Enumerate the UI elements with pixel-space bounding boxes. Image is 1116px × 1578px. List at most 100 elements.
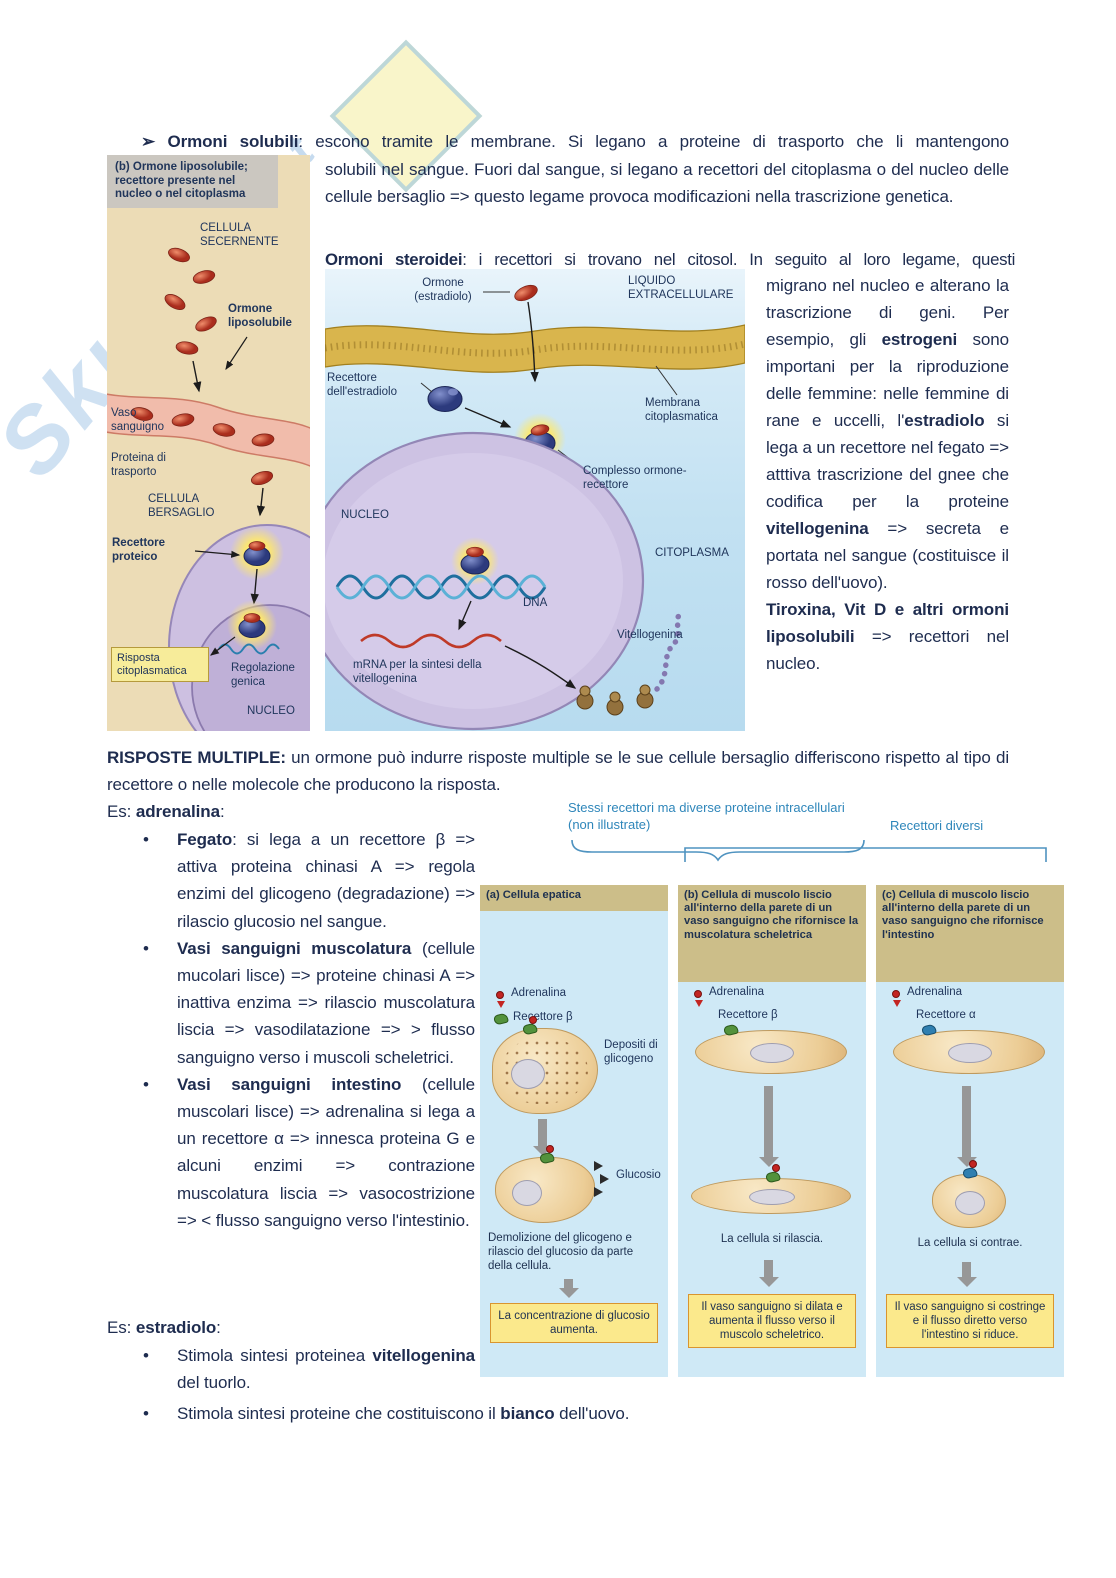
outcome-box: La concentrazione di glucosio aumenta. — [490, 1303, 658, 1343]
list-arrow-marker: ➢ — [141, 132, 156, 151]
panel-letter: (c) — [882, 889, 896, 901]
es-prefix: Es: — [107, 1318, 136, 1337]
list-item: • Vasi sanguigni muscolatura (cellule mu… — [143, 935, 475, 1071]
vitellogenina-term: vitellogenina — [766, 519, 869, 538]
steroid-paragraph-2: Tiroxina, Vit D e altri ormoni liposolub… — [766, 596, 1009, 677]
figure-liposoluble-hormone: (b) Ormone liposolubile; recettore prese… — [107, 155, 310, 731]
glucose-arrow-icon — [594, 1187, 603, 1197]
label-regolazione-genica: Regolazione genica — [231, 662, 295, 688]
text-segment: sono importani per la riproduzione delle… — [766, 330, 1009, 430]
complex-in-nucleus — [460, 546, 490, 575]
hormone-estradiol — [514, 284, 538, 302]
panel-caption: La cellula si contrae. — [917, 1237, 1023, 1249]
alpha-receptor-icon — [920, 1023, 938, 1037]
glucose-arrow-icon — [594, 1161, 603, 1171]
receptor-complex-cytoplasm — [243, 541, 271, 566]
label-liquido-extracellulare: LIQUIDO EXTRACELLULARE — [628, 275, 734, 301]
adrenalina-term: adrenalina — [135, 802, 220, 821]
glucose-arrow-icon — [600, 1174, 609, 1184]
label-cellula-bersaglio: CELLULA BERSAGLIO — [148, 493, 215, 519]
fegato-term: Fegato — [177, 830, 233, 849]
text-segment: => recettori nel nucleo. — [766, 627, 1009, 673]
outcome-box: Il vaso sanguigno si dilata e aumenta il… — [688, 1294, 856, 1348]
bullet-text: Stimola sintesi proteine che costituisco… — [177, 1400, 763, 1427]
beta-receptor-icon — [764, 1170, 782, 1184]
panel-b-body: Adrenalina Recettore β La cellula si ril… — [678, 982, 866, 1377]
down-arrow-icon — [558, 1279, 579, 1298]
bracket-different-receptors — [684, 847, 1047, 862]
receptor-complex-nucleus — [238, 613, 266, 638]
adrenalina-bullet-list: • Fegato: si lega a un recettore β => at… — [143, 826, 475, 1234]
text-segment: => secreta e portata nel sangue (costitu… — [766, 519, 1009, 592]
steroid-paragraph-1: migrano nel nucleo e alterano la trascri… — [766, 272, 1009, 596]
down-arrow-icon — [758, 1260, 779, 1287]
risposte-multiple-term: RISPOSTE MULTIPLE: — [107, 748, 286, 767]
adrenaline-arrow-icon — [695, 1000, 703, 1007]
figure-steroid-hormone-mechanism: Ormone (estradiolo) LIQUIDO EXTRACELLULA… — [325, 269, 745, 731]
adrenaline-arrow-icon — [497, 1001, 505, 1008]
intro-line: ➢ Ormoni solubili: escono tramite le mem… — [141, 128, 1009, 155]
cell-nucleus — [511, 1059, 545, 1089]
label-cellula-secernente: CELLULA SECERNENTE — [200, 222, 279, 248]
bullet-text: Fegato: si lega a un recettore β => atti… — [177, 826, 475, 935]
smooth-muscle-cell — [893, 1023, 1045, 1074]
adrenaline-dot-icon — [969, 1160, 977, 1168]
label-vitellogenina: Vitellogenina — [617, 629, 683, 641]
vasi-muscolatura-term: Vasi sanguigni muscolatura — [177, 938, 412, 958]
label-mrna: mRNA per la sintesi della vitellogenina — [353, 659, 482, 685]
left-figure-title: (b) Ormone liposolubile; recettore prese… — [107, 155, 278, 208]
risposte-multiple-text: un ormone può indurre risposte multiple … — [107, 748, 1009, 794]
estrogeni-term: estrogeni — [881, 330, 958, 349]
panel-b-header: (b)Cellula di muscolo liscio all'interno… — [678, 885, 866, 982]
es-prefix: Es: — [107, 802, 136, 821]
blood-vessel — [107, 393, 310, 467]
adrenaline-label: Adrenalina — [709, 986, 764, 998]
bullet-marker: • — [143, 1346, 149, 1365]
label-nucleo-left: NUCLEO — [247, 705, 295, 717]
label-risposta-citoplasmatica: Risposta citoplasmatica — [111, 647, 209, 682]
vitellogenin-chain — [654, 608, 684, 692]
label-complesso-ormone-recettore: Complesso ormone-recettore — [583, 465, 687, 491]
colon: : — [216, 1318, 221, 1337]
text-segment: si lega a un recettore nel fegato => att… — [766, 411, 1010, 511]
glycogen-deposits-label: Depositi di glicogeno — [604, 1039, 658, 1065]
vasi-intestino-term: Vasi sanguigni intestino — [177, 1074, 402, 1094]
down-arrow-icon — [956, 1086, 977, 1167]
beta-receptor-icon — [538, 1151, 556, 1165]
estradiol-receptor — [427, 385, 463, 413]
dna-helix — [335, 574, 547, 600]
panel-letter: (b) — [684, 889, 699, 901]
label-vaso-sanguigno: Vaso sanguigno — [111, 407, 165, 433]
dna-strand — [218, 643, 280, 655]
panel-c-header: (c)Cellula di muscolo liscio all'interno… — [876, 885, 1064, 982]
text-segment: Stimola sintesi proteine che costituisco… — [177, 1404, 501, 1423]
receptor-label: Recettore α — [916, 1009, 976, 1021]
beta-receptor-icon — [492, 1012, 510, 1026]
beta-receptor-icon — [722, 1023, 740, 1037]
label-ormone-liposolubile: Ormone liposolubile — [228, 303, 292, 329]
liver-cell-releasing — [495, 1145, 595, 1223]
text-segment: migrano nel nucleo e alterano la trascri… — [766, 276, 1009, 349]
text-segment: (cellule mucolari lisce) => proteine chi… — [177, 938, 475, 1067]
adrenaline-dot-icon — [892, 990, 900, 998]
label-ormone-estradiolo: Ormone (estradiolo) — [414, 277, 472, 303]
down-arrow-icon — [758, 1086, 779, 1167]
bullet-text: Stimola sintesi proteinea vitellogenina … — [177, 1342, 475, 1396]
ormoni-steroidei-text: : i recettori si trovano nel citosol. In… — [462, 250, 1015, 269]
adrenaline-label: Adrenalina — [907, 986, 962, 998]
risposte-multiple-paragraph: RISPOSTE MULTIPLE: un ormone può indurre… — [107, 744, 1009, 798]
list-item: • Vasi sanguigni intestino (cellule musc… — [143, 1071, 475, 1234]
alpha-receptor-icon — [961, 1166, 979, 1180]
panel-title: Cellula di muscolo liscio all'interno de… — [882, 889, 1044, 941]
adrenaline-dot-icon — [546, 1145, 554, 1153]
panel-a-header: (a)Cellula epatica — [480, 885, 668, 911]
cell-nucleus — [955, 1191, 985, 1215]
label-citoplasma: CITOPLASMA — [655, 547, 729, 559]
bullet-marker: • — [143, 1404, 149, 1423]
panel-caption: Demolizione del glicogeno e rilascio del… — [488, 1232, 634, 1272]
panel-a: (a)Cellula epatica Adrenalina Recettore … — [480, 885, 668, 1377]
label-recettore-proteico: Recettore proteico — [112, 537, 166, 563]
panel-letter: (a) — [486, 889, 500, 901]
middle-figure-art — [325, 284, 745, 731]
